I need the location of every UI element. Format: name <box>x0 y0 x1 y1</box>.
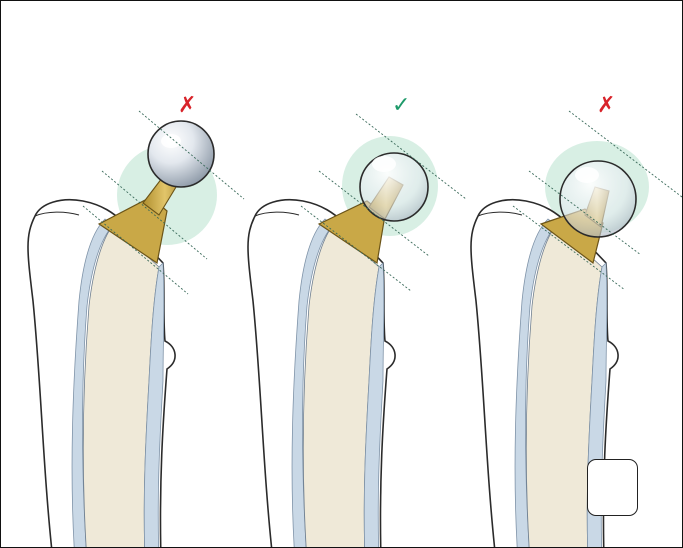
answer-checkbox[interactable] <box>587 459 638 516</box>
panel-middle <box>248 114 466 547</box>
incorrect-mark-left-icon: ✗ <box>178 95 196 117</box>
incorrect-mark-right-icon: ✗ <box>597 95 615 117</box>
panel-left <box>28 111 244 547</box>
panel-right <box>471 111 682 547</box>
femoral-head-left <box>148 121 214 187</box>
correct-mark-middle-icon: ✓ <box>392 95 410 117</box>
